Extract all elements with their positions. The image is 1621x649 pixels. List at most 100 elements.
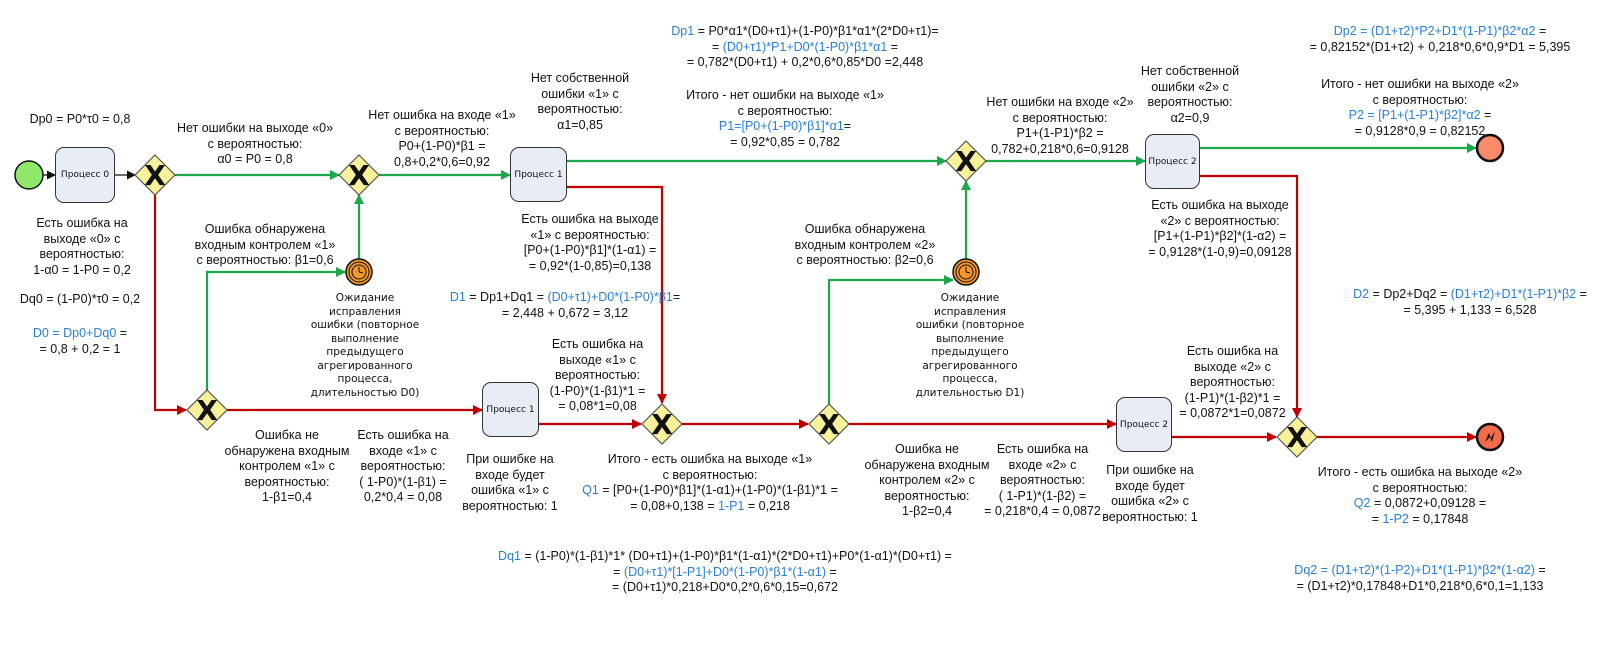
label-total-error-1: Итого - есть ошибка на выходе «1»с вероя…	[560, 452, 860, 514]
label-line: вероятностью:	[999, 473, 1086, 487]
label-line: D0 = Dp0+Dq0 =	[20, 326, 140, 342]
formula-text: Итого - нет ошибки на выходе «2»	[1321, 77, 1519, 91]
label-line: = 0,8 + 0,2 = 1	[20, 342, 140, 358]
formula-highlight: Dq2 = (D1+τ2)*(1-P2)+D1*(1-P1)*β2*(1-α2)	[1294, 563, 1535, 577]
label-line: P0+(1-P0)*β1 =	[398, 139, 486, 153]
label-line: [P0+(1-P0)*β1]*(1-α1) =	[523, 243, 657, 257]
label-line: вероятностью: 1	[1102, 509, 1198, 524]
label-line: ошибки «2» с	[1151, 79, 1229, 94]
formula-highlight: 1-P2	[1382, 511, 1409, 526]
label-line: Нет ошибки на выходе «0»	[176, 121, 334, 135]
label-line: Ошибка не	[255, 428, 319, 442]
label-line: D1 = Dp1+Dq1 = (D0+τ1)+D0*(1-P0)*β1=	[420, 290, 710, 306]
formula-highlight: D0 = Dp0+Dq0	[32, 326, 117, 340]
flow-detected2	[827, 275, 954, 405]
label-line: исправления	[329, 305, 401, 318]
formula-text: =	[843, 119, 852, 133]
label-total-error-2: Итого - есть ошибка на выходе «2»с вероя…	[1310, 465, 1530, 527]
label-line: Ошибка обнаружена	[204, 222, 326, 236]
label-dp2: Dp2 = (D1+τ2)*P2+D1*(1-P1)*β2*α2 == 0,82…	[1270, 24, 1610, 55]
formula-text: = 0,8 + 0,2 = 1	[39, 341, 121, 356]
label-line: входным контролем «1»	[194, 237, 336, 252]
formula-text: = 0,08+0,138 =	[630, 498, 718, 513]
label-line: выполнение	[936, 332, 1004, 345]
label-line: агрегированного	[922, 359, 1018, 372]
formula-text: с вероятностью:	[662, 467, 758, 482]
label-d0: D0 = Dp0+Dq0 == 0,8 + 0,2 = 1	[20, 326, 140, 357]
svg-text:X: X	[955, 145, 977, 178]
label-no-error-output-0: Нет ошибки на выходе «0»с вероятностью:α…	[165, 121, 345, 168]
label-line: Dp0 = P0*τ0 = 0,8	[29, 112, 131, 126]
formula-text: с вероятностью:	[1372, 92, 1468, 107]
label-line: обнаружена входным	[224, 443, 350, 458]
formula-text: = 0,92*0,85 = 0,782	[730, 134, 840, 149]
formula-text: =	[1371, 511, 1383, 526]
label-line: α2=0,9	[1170, 110, 1210, 125]
gateway-in1-icon: X	[338, 154, 380, 196]
label-line: Нет собственной	[1140, 64, 1240, 78]
gateway-err2-merge-icon: X	[1276, 416, 1318, 458]
timer-event-2-icon	[952, 258, 980, 286]
formula-text: =	[1534, 563, 1546, 577]
label-line: α0 = P0 = 0,8	[217, 152, 293, 166]
label-line: контролем «2» с	[879, 473, 975, 487]
formula-text: = (D0+τ1)*0,218+D0*0,2*0,6*0,15=0,672	[612, 580, 838, 594]
task-process-1[interactable]: Процесс 1	[510, 147, 567, 202]
formula-text: = 0,9128*0,9 = 0,82152	[1354, 123, 1486, 138]
label-line: «2» с вероятностью:	[1160, 213, 1280, 228]
label-line: агрегированного	[317, 359, 413, 372]
label-line: = (D0+τ1)*0,218+D0*0,2*0,6*0,15=0,672	[495, 580, 955, 596]
formula-text: с вероятностью:	[1372, 480, 1468, 495]
label-line: с вероятностью:	[394, 123, 490, 138]
label-line: α1=0,85	[557, 117, 603, 132]
label-line: вероятностью:	[244, 474, 330, 489]
label-line: Есть ошибка на выходе	[1151, 198, 1289, 212]
label-line: ( 1-P0)*(1-β1) =	[359, 474, 447, 489]
label-line: исправления	[934, 305, 1006, 318]
label-line: = 0,9128*(1-0,9)=0,09128	[1148, 244, 1292, 259]
label-dp0: Dp0 = P0*τ0 = 0,8	[20, 112, 140, 128]
label-line: Dq1 = (1-P0)*(1-β1)*1* (D0+τ1)+(1-P0)*β1…	[495, 549, 955, 565]
task-process-0[interactable]: Процесс 0	[55, 147, 115, 203]
formula-highlight: P1=[P0+(1-P0)*β1]*α1	[718, 119, 844, 133]
label-line: вероятностью:	[39, 247, 125, 261]
gateway-in2-icon: X	[945, 140, 987, 182]
task-process-2[interactable]: Процесс 2	[1145, 134, 1200, 189]
label-line: = 0,08*1=0,08	[558, 399, 637, 413]
svg-text:X: X	[818, 408, 840, 441]
label-line: вероятностью: 1	[462, 498, 558, 513]
label-line: выходе «2» с	[1194, 359, 1271, 374]
formula-highlight: (D0+τ1)*P1+D0*(1-P0)*β1*α1	[722, 39, 888, 54]
label-line: ошибки (повторное	[310, 319, 420, 331]
label-line: 0,8+0,2*0,6=0,92	[394, 154, 490, 169]
task-process-1-on-error[interactable]: Процесс 1	[482, 382, 539, 437]
formula-text: =	[1576, 287, 1587, 301]
label-line: с вероятностью: β1=0,6	[196, 253, 334, 267]
label-line: Нет собственной	[530, 71, 630, 85]
label-line: 0,782+0,218*0,6=0,9128	[991, 141, 1129, 156]
label-line: = 0,92*0,85 = 0,782	[660, 135, 910, 151]
task-process-2-on-error[interactable]: Процесс 2	[1116, 397, 1172, 452]
label-error-output-1: Есть ошибка на выходе«1» с вероятностью:…	[510, 212, 670, 274]
label-line: Итого - нет ошибки на выходе «1»	[660, 88, 910, 104]
formula-highlight: (D0+τ1)+D0*(1-P0)*β1	[547, 290, 673, 304]
label-line: вероятностью:	[884, 488, 970, 503]
label-line: Итого - нет ошибки на выходе «2»	[1310, 77, 1530, 93]
label-line: вероятностью:	[1189, 375, 1276, 389]
label-line: Dq2 = (D1+τ2)*(1-P2)+D1*(1-P1)*β2*(1-α2)…	[1270, 563, 1570, 579]
end-event-success-icon	[1475, 133, 1505, 163]
formula-text: = 0,0872+0,09128 =	[1370, 496, 1487, 510]
label-line: Есть ошибка на выходе	[521, 212, 659, 226]
label-line: ошибки (повторное	[915, 319, 1025, 331]
label-line: = 0,82152*(D1+τ2) + 0,218*0,6*0,9*D1 = 5…	[1270, 40, 1610, 56]
timer-event-1-icon	[345, 258, 373, 286]
label-line: = 0,0872*1=0,0872	[1179, 406, 1286, 420]
label-line: Итого - есть ошибка на выходе «1»	[560, 452, 860, 468]
